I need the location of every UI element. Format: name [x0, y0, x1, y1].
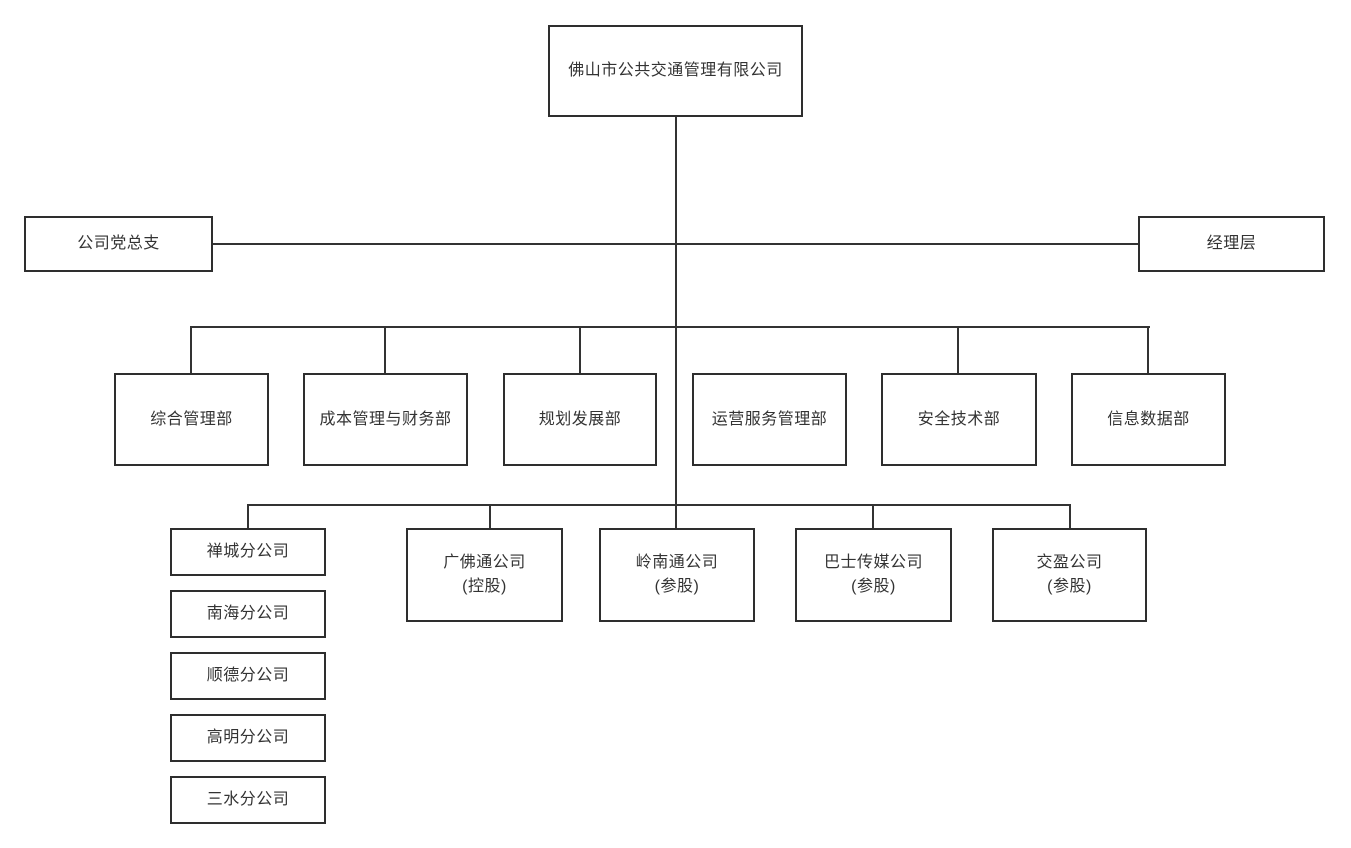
- node-label: 佛山市公共交通管理有限公司: [568, 62, 783, 79]
- node-label: 岭南通公司: [635, 554, 719, 571]
- node-label: 公司党总支: [77, 235, 160, 252]
- node-dept-cost-finance: 成本管理与财务部: [303, 373, 468, 466]
- node-label: 综合管理部: [150, 410, 233, 428]
- node-sub-chancheng-branch: 禅城分公司: [170, 528, 326, 576]
- node-branch-gaoming: 高明分公司: [170, 714, 326, 762]
- node-label: 运营服务管理部: [711, 410, 828, 428]
- node-label: 禅城分公司: [206, 543, 290, 560]
- connector-sub-drop: [489, 506, 491, 529]
- connector-sub-drop: [1069, 506, 1071, 529]
- node-label: 经理层: [1206, 235, 1257, 252]
- node-sub-bus-media: 巴士传媒公司 (参股): [795, 528, 952, 622]
- node-holding-note: (控股): [462, 578, 507, 595]
- connector-dept-drop: [384, 328, 386, 374]
- node-label: 高明分公司: [206, 729, 290, 746]
- connector-trunk: [675, 117, 677, 528]
- node-branch-sanshui: 三水分公司: [170, 776, 326, 824]
- connector-dept-drop: [957, 328, 959, 374]
- node-dept-planning-development: 规划发展部: [503, 373, 657, 466]
- node-label: 广佛通公司: [443, 554, 526, 571]
- node-dept-information-data: 信息数据部: [1071, 373, 1226, 466]
- node-label: 成本管理与财务部: [319, 410, 452, 428]
- node-label: 巴士传媒公司: [823, 554, 923, 571]
- node-dept-safety-technology: 安全技术部: [881, 373, 1037, 466]
- node-label: 三水分公司: [206, 791, 290, 808]
- node-management-layer: 经理层: [1138, 216, 1325, 272]
- node-label: 交盈公司: [1036, 554, 1103, 571]
- node-branch-nanhai: 南海分公司: [170, 590, 326, 638]
- node-sub-guangfotong: 广佛通公司 (控股): [406, 528, 563, 622]
- connector-sub-drop: [247, 506, 249, 529]
- connector-governance-line: [213, 243, 1138, 245]
- node-label: 安全技术部: [917, 410, 1001, 428]
- node-dept-general-admin: 综合管理部: [114, 373, 269, 466]
- node-label: 顺德分公司: [206, 667, 290, 684]
- connector-sub-drop: [872, 506, 874, 529]
- node-sub-lingnantong: 岭南通公司 (参股): [599, 528, 755, 622]
- node-label: 信息数据部: [1107, 410, 1190, 428]
- node-holding-note: (参股): [1047, 578, 1092, 595]
- node-holding-note: (参股): [654, 578, 700, 595]
- node-party-branch: 公司党总支: [24, 216, 213, 272]
- node-label: 规划发展部: [538, 410, 622, 428]
- node-root-company: 佛山市公共交通管理有限公司: [548, 25, 803, 117]
- node-label: 南海分公司: [206, 605, 290, 622]
- connector-dept-drop: [1147, 328, 1149, 374]
- node-branch-shunde: 顺德分公司: [170, 652, 326, 700]
- connector-subsidiaries-line: [247, 504, 1071, 506]
- connector-departments-line: [190, 326, 1150, 328]
- connector-dept-drop: [579, 328, 581, 374]
- node-dept-operations-service: 运营服务管理部: [692, 373, 847, 466]
- node-holding-note: (参股): [851, 578, 896, 595]
- connector-dept-drop: [190, 328, 192, 374]
- node-sub-jiaoying: 交盈公司 (参股): [992, 528, 1147, 622]
